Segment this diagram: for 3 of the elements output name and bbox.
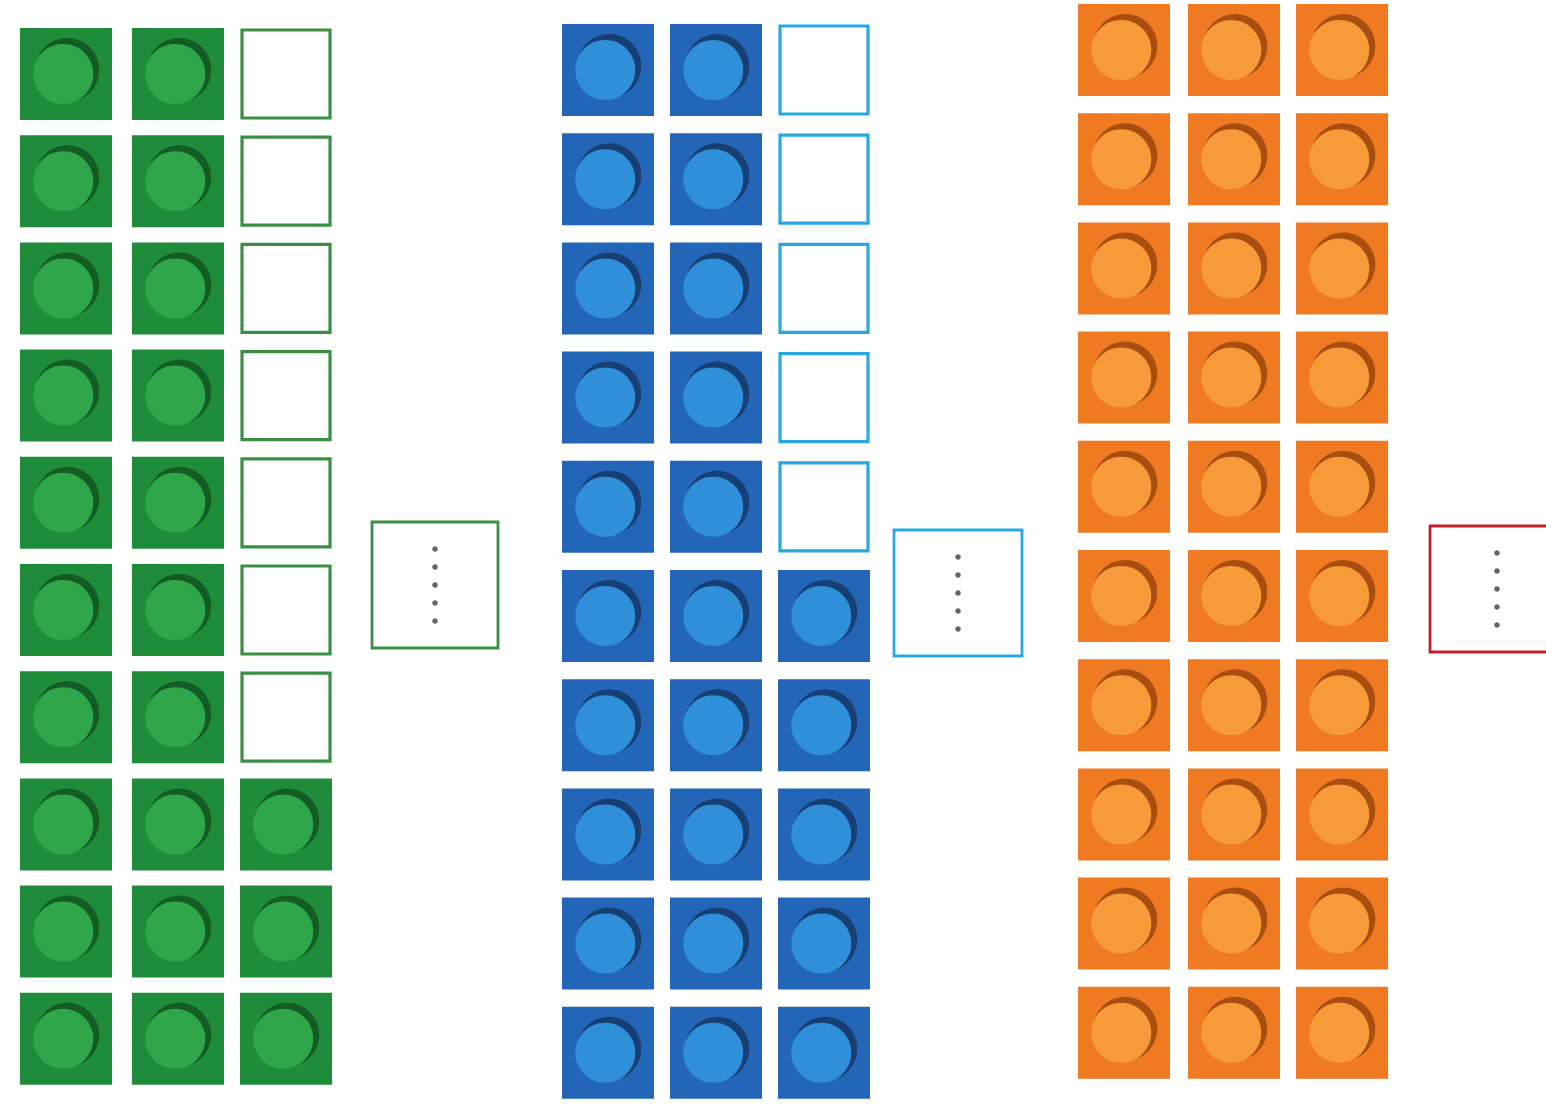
ellipsis-box (892, 528, 1024, 658)
ellipsis-box (1428, 524, 1546, 654)
ellipsis-box (370, 520, 500, 650)
